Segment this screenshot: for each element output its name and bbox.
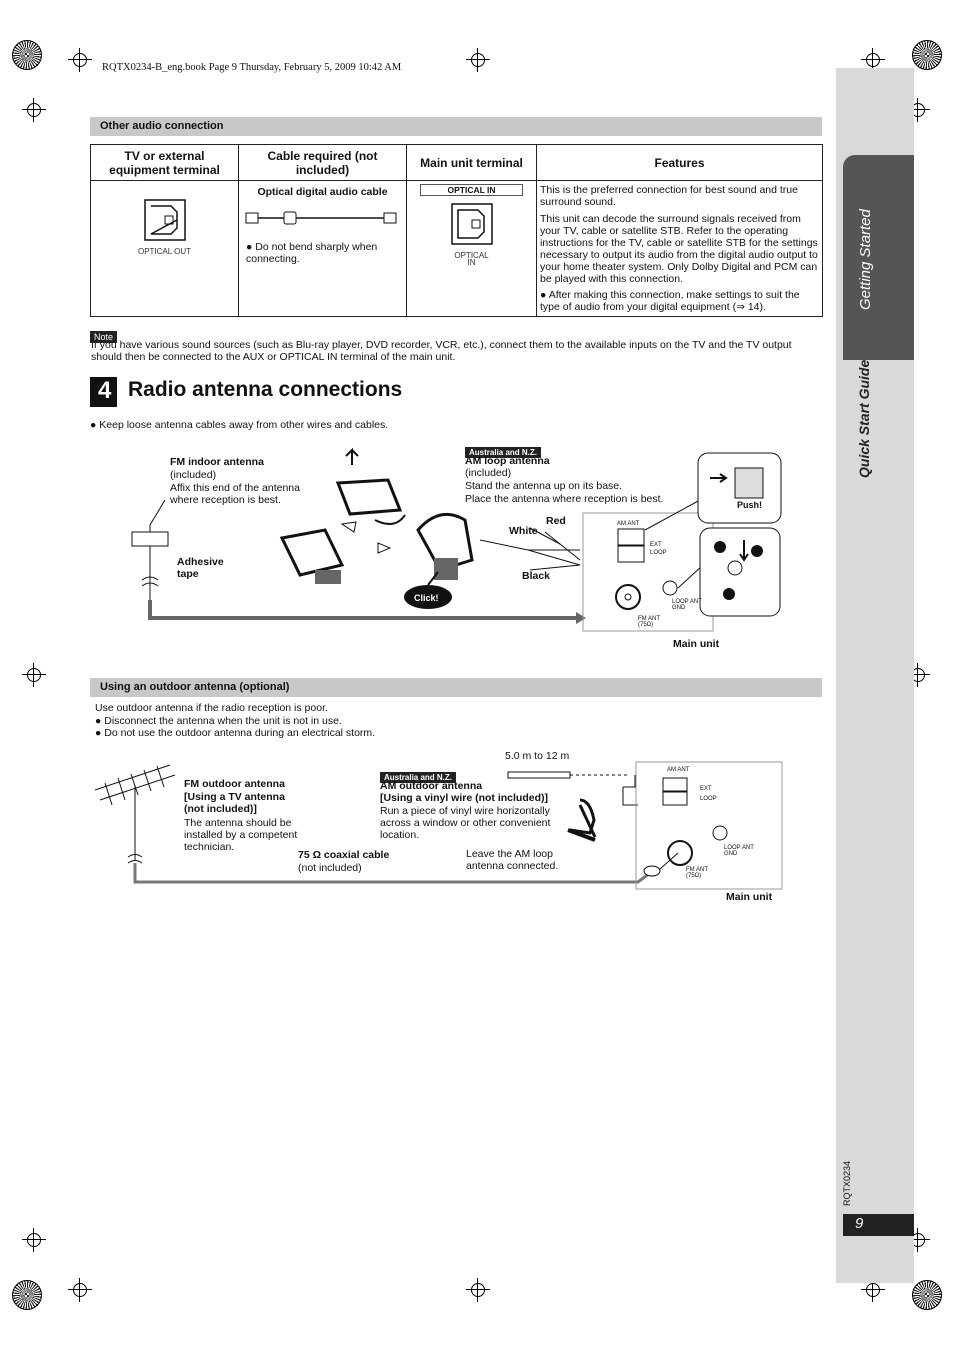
crop-mark bbox=[68, 1278, 92, 1302]
leave-am-loop-text: Leave the AM loop antenna connected. bbox=[466, 848, 559, 872]
wire-white-label: White bbox=[509, 525, 538, 537]
radio-antenna-diagram bbox=[131, 447, 782, 632]
crop-mark bbox=[22, 98, 46, 122]
loop-label: LOOP bbox=[700, 796, 717, 802]
fm-indoor-text: Affix this end of the antenna where rece… bbox=[170, 482, 300, 506]
coax-cable-title: 75 Ω coaxial cable bbox=[298, 849, 390, 861]
column-header: Features bbox=[536, 144, 823, 181]
main-terminal-cell: OPTICAL IN OPTICAL IN bbox=[406, 180, 537, 317]
fm-ant-label: FM ANT (75Ω) bbox=[638, 616, 660, 628]
am-ant-label: AM ANT bbox=[617, 521, 640, 527]
connection-table: TV or external equipment terminal Cable … bbox=[90, 144, 823, 317]
am-outdoor-title: AM outdoor antenna bbox=[380, 780, 483, 792]
outdoor-bullet: ● Disconnect the antenna when the unit i… bbox=[95, 715, 342, 727]
crop-mark bbox=[466, 1278, 490, 1302]
section-title: Radio antenna connections bbox=[128, 378, 403, 401]
loop-label: LOOP bbox=[650, 550, 667, 556]
crop-mark bbox=[68, 48, 92, 72]
am-outdoor-sub: [Using a vinyl wire (not included)] bbox=[380, 792, 549, 804]
tv-terminal-label: OPTICAL OUT bbox=[137, 247, 192, 256]
fm-outdoor-sub: [Using a TV antenna (not included)] bbox=[184, 791, 285, 815]
fm-outdoor-title: FM outdoor antenna bbox=[184, 778, 285, 790]
am-loop-text: Stand the antenna up on its base. bbox=[465, 480, 623, 492]
ext-label: EXT bbox=[700, 786, 712, 792]
wire-black-label: Black bbox=[522, 570, 551, 582]
column-header: Main unit terminal bbox=[406, 144, 537, 181]
step-number-box bbox=[90, 377, 117, 407]
column-header: Cable required (not included) bbox=[238, 144, 407, 181]
step-number: 4 bbox=[98, 377, 112, 404]
crop-mark bbox=[22, 663, 46, 687]
radio-bullet: ● Keep loose antenna cables away from ot… bbox=[90, 419, 389, 431]
am-loop-title: AM loop antenna bbox=[465, 455, 550, 467]
section-label: Getting Started bbox=[857, 209, 874, 310]
optical-in-icon bbox=[450, 203, 493, 245]
click-badge: Click! bbox=[406, 590, 447, 606]
main-unit-label: Main unit bbox=[673, 638, 720, 650]
note-text: If you have various sound sources (such … bbox=[91, 339, 792, 363]
page-number-box bbox=[843, 1214, 914, 1236]
registration-mark bbox=[12, 1280, 42, 1310]
cable-note: ● Do not bend sharply when connecting. bbox=[246, 241, 378, 265]
crop-mark bbox=[861, 48, 885, 72]
fm-indoor-title: FM indoor antenna bbox=[170, 456, 264, 468]
guide-label: Quick Start Guide bbox=[856, 359, 872, 478]
crop-mark bbox=[22, 1228, 46, 1252]
feature-bullet: ● After making this connection, make set… bbox=[540, 289, 800, 313]
fm-outdoor-text: The antenna should be installed by a com… bbox=[184, 817, 298, 853]
am-loop-text: Place the antenna where reception is bes… bbox=[465, 493, 664, 505]
tv-terminal-cell: OPTICAL OUT bbox=[90, 180, 239, 317]
optical-cable-icon bbox=[245, 211, 397, 225]
feature-text: This unit can decode the surround signal… bbox=[540, 213, 818, 285]
loop-ant-gnd-label: LOOP ANT GND bbox=[672, 599, 702, 611]
note-tag: Note bbox=[90, 327, 118, 345]
features-cell: This is the preferred connection for bes… bbox=[536, 180, 823, 317]
cable-name: Optical digital audio cable bbox=[257, 186, 388, 198]
section-bar: Using an outdoor antenna (optional) bbox=[90, 678, 822, 697]
adhesive-tape-label: Adhesive tape bbox=[177, 556, 224, 580]
distance-label: 5.0 m to 12 m bbox=[505, 750, 570, 762]
optical-in-label: OPTICAL bbox=[454, 251, 489, 260]
crop-mark bbox=[861, 1278, 885, 1302]
registration-mark bbox=[912, 1280, 942, 1310]
section-bar: Other audio connection bbox=[90, 117, 822, 136]
loop-ant-gnd-label: LOOP ANT GND bbox=[724, 845, 754, 857]
page-number: 9 bbox=[855, 1215, 864, 1232]
fm-ant-label: FM ANT (75Ω) bbox=[686, 867, 708, 879]
ext-label: EXT bbox=[650, 542, 662, 548]
optical-out-icon bbox=[143, 199, 186, 241]
cable-cell: Optical digital audio cable ● Do not ben… bbox=[238, 180, 407, 317]
outdoor-antenna-diagram bbox=[94, 761, 783, 890]
optical-in-label: IN bbox=[467, 258, 476, 267]
registration-mark bbox=[12, 40, 42, 70]
outdoor-bullet: ● Do not use the outdoor antenna during … bbox=[95, 727, 376, 739]
push-label: Push! bbox=[737, 500, 763, 510]
outdoor-intro: Use outdoor antenna if the radio recepti… bbox=[95, 702, 328, 714]
wire-red-label: Red bbox=[546, 515, 566, 527]
region-tag: Australia and N.Z. bbox=[380, 767, 457, 785]
document-code: RQTX0234 bbox=[842, 1160, 852, 1206]
am-ant-label: AM ANT bbox=[667, 767, 690, 773]
coax-cable-sub: (not included) bbox=[298, 862, 362, 874]
crop-mark bbox=[466, 48, 490, 72]
optical-in-tag: OPTICAL IN bbox=[420, 184, 523, 196]
fm-indoor-sub: (included) bbox=[170, 469, 217, 481]
region-tag: Australia and N.Z. bbox=[465, 442, 542, 460]
main-unit-label: Main unit bbox=[726, 891, 773, 903]
registration-mark bbox=[912, 40, 942, 70]
section-tab bbox=[843, 155, 914, 360]
book-header-line: RQTX0234-B_eng.book Page 9 Thursday, Feb… bbox=[102, 62, 402, 73]
am-outdoor-text: Run a piece of vinyl wire horizontally a… bbox=[380, 805, 551, 841]
am-loop-sub: (included) bbox=[465, 467, 512, 479]
column-header: TV or external equipment terminal bbox=[90, 144, 239, 181]
feature-text: This is the preferred connection for bes… bbox=[540, 184, 798, 208]
